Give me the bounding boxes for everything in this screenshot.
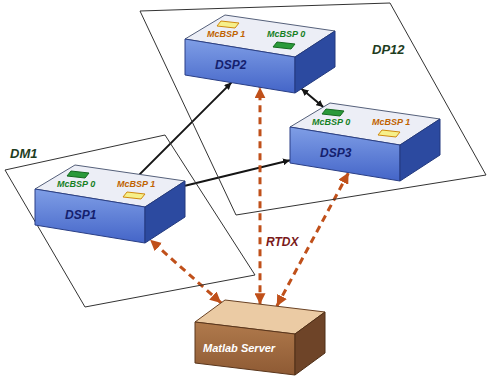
domain-region: DM1DSP1 McBSP 0 McBSP 1 bbox=[5, 135, 257, 313]
dsp-box-drawing bbox=[290, 103, 440, 183]
port-label: McBSP 0 bbox=[312, 117, 350, 127]
serial-link bbox=[302, 89, 324, 107]
dsp-name: DSP1 bbox=[65, 209, 96, 223]
dsp-board: DSP3 McBSP 0 McBSP 1 bbox=[290, 103, 440, 183]
serial-link bbox=[185, 160, 290, 186]
region-name: DP12 bbox=[372, 43, 405, 58]
port-label: McBSP 1 bbox=[117, 179, 155, 189]
dsp-name: DSP2 bbox=[215, 59, 246, 73]
dsp-box-drawing bbox=[185, 15, 335, 95]
region-name: DM1 bbox=[10, 147, 37, 162]
dsp-board: DSP2 McBSP 1 McBSP 0 bbox=[185, 15, 335, 95]
serial-link bbox=[140, 83, 232, 175]
domain-region: DP12DSP2McBSP 1McBSP 0DSP3McBSP 0McBSP 1 bbox=[140, 3, 490, 218]
dsp-name: DSP3 bbox=[320, 147, 351, 161]
dsp-board: DSP1 McBSP 0 McBSP 1 bbox=[35, 165, 185, 245]
server-name: Matlab Server bbox=[203, 342, 275, 355]
port-label: McBSP 1 bbox=[372, 117, 410, 127]
link-label: RTDX bbox=[264, 236, 300, 250]
rtdx-link bbox=[150, 240, 221, 303]
rtdx-link bbox=[259, 87, 262, 304]
server-box-drawing bbox=[195, 300, 327, 378]
port-label: McBSP 0 bbox=[267, 29, 305, 39]
server-box: Matlab Server bbox=[195, 300, 327, 378]
port-label: McBSP 1 bbox=[207, 29, 245, 39]
port-label: McBSP 0 bbox=[57, 179, 95, 189]
dsp-box-drawing bbox=[35, 165, 185, 245]
